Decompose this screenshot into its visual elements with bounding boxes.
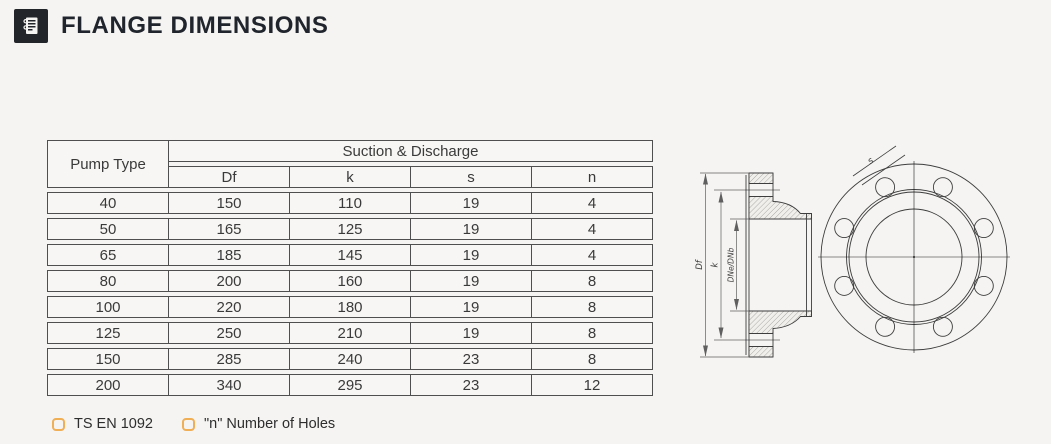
footnotes: TS EN 1092 "n" Number of Holes bbox=[0, 415, 600, 435]
table-cell: 340 bbox=[169, 375, 290, 395]
table-cell: 19 bbox=[411, 297, 532, 317]
table-cell: 200 bbox=[48, 375, 169, 395]
bolt-holes bbox=[834, 177, 994, 337]
footnote-label: "n" Number of Holes bbox=[204, 416, 336, 432]
suction-discharge-header-cell: Suction & Discharge bbox=[168, 140, 653, 162]
bullet-icon bbox=[52, 417, 65, 431]
table-cell: 19 bbox=[411, 271, 532, 291]
table-cell: 19 bbox=[411, 323, 532, 343]
dimension-dne-dnb bbox=[730, 218, 749, 312]
table-cell: 12 bbox=[583, 376, 601, 394]
dne-dnb-label: DNe/DNb bbox=[727, 247, 736, 282]
front-view bbox=[818, 161, 1010, 353]
table-cell: 125 bbox=[48, 323, 169, 343]
table-cell: 250 bbox=[169, 323, 290, 343]
table-cell: 160 bbox=[290, 271, 411, 291]
table-cell: 40 bbox=[48, 193, 169, 213]
table-cell: 210 bbox=[290, 323, 411, 343]
table-cell: 125 bbox=[290, 219, 411, 239]
df-label: Df bbox=[695, 258, 705, 270]
table-cell: 220 bbox=[169, 297, 290, 317]
table-cell: 110 bbox=[290, 193, 411, 213]
table-cell: 240 bbox=[290, 349, 411, 369]
table-cell: 200 bbox=[169, 271, 290, 291]
table-cell: 4 bbox=[587, 220, 597, 238]
pump-type-header-cell: Pump Type bbox=[47, 140, 169, 188]
page-header: FLANGE DIMENSIONS bbox=[14, 9, 329, 43]
table-cell: 8 bbox=[587, 350, 597, 368]
k-label: k bbox=[711, 261, 721, 267]
table-cell: 180 bbox=[290, 297, 411, 317]
bullet-icon bbox=[182, 417, 195, 431]
flange-dimensions-table: Pump Type Suction & Discharge Df k s n 4… bbox=[47, 140, 653, 397]
table-cell: 19 bbox=[411, 245, 532, 265]
footnote-n-holes: "n" Number of Holes bbox=[182, 415, 335, 433]
table-cell: 8 bbox=[587, 324, 597, 342]
subheader-s: s bbox=[410, 166, 532, 188]
table-cell: 23 bbox=[411, 349, 532, 369]
table-cell: 8 bbox=[587, 298, 597, 316]
page-title: FLANGE DIMENSIONS bbox=[61, 12, 329, 39]
table-cell: 4 bbox=[587, 194, 597, 212]
table-cell: 80 bbox=[48, 271, 169, 291]
table-cell: 165 bbox=[169, 219, 290, 239]
table-cell: 100 bbox=[48, 297, 169, 317]
notebook-icon bbox=[14, 9, 48, 43]
footnote-label: TS EN 1092 bbox=[74, 416, 153, 432]
table-cell: 19 bbox=[411, 219, 532, 239]
table-cell: 50 bbox=[48, 219, 169, 239]
footnote-standard: TS EN 1092 bbox=[52, 415, 153, 433]
table-cell: 23 bbox=[411, 375, 532, 395]
dimension-df bbox=[700, 172, 749, 358]
table-cell: 295 bbox=[290, 375, 411, 395]
table-cell: 285 bbox=[169, 349, 290, 369]
s-label: s bbox=[866, 156, 876, 167]
table-cell: 65 bbox=[48, 245, 169, 265]
table-cell: 145 bbox=[290, 245, 411, 265]
subheader-k: k bbox=[289, 166, 411, 188]
dimension-s bbox=[852, 145, 906, 186]
subheader-df: Df bbox=[168, 166, 290, 188]
subheader-n: n bbox=[531, 166, 653, 188]
table-cell: 150 bbox=[48, 349, 169, 369]
table-cell: 150 bbox=[169, 193, 290, 213]
flange-technical-drawing: Df k DNe/DNb bbox=[695, 145, 1010, 358]
section-view bbox=[714, 172, 812, 358]
table-cell: 4 bbox=[587, 246, 597, 264]
table-cell: 185 bbox=[169, 245, 290, 265]
table-cell: 19 bbox=[411, 193, 532, 213]
table-cell: 8 bbox=[587, 272, 597, 290]
